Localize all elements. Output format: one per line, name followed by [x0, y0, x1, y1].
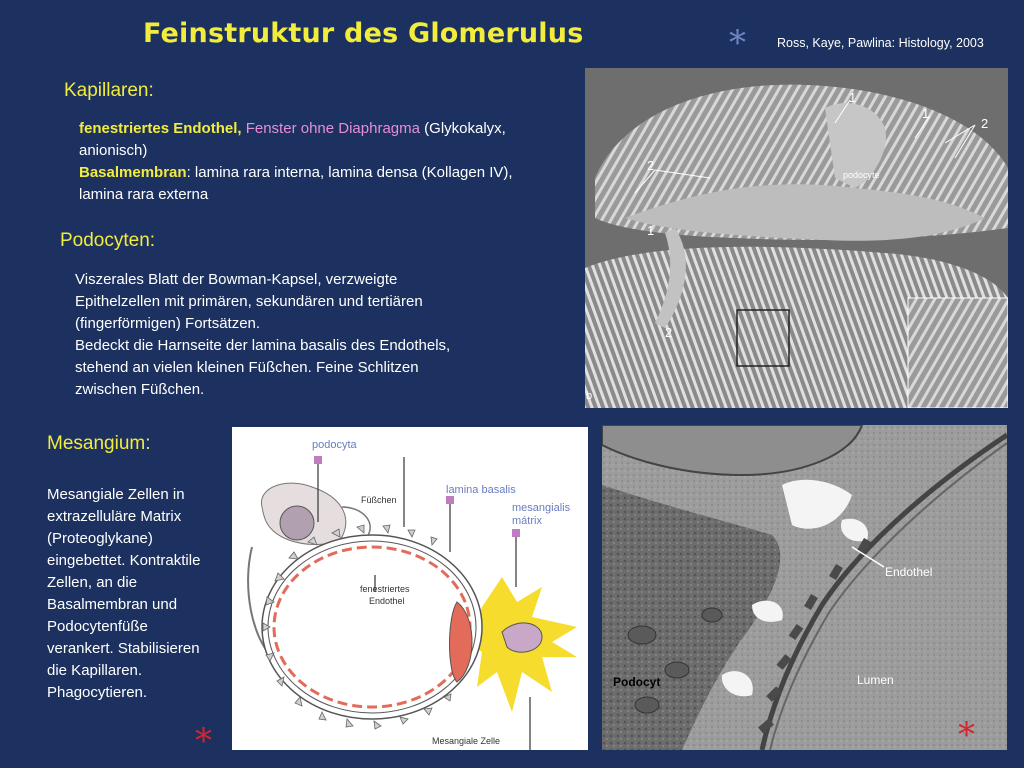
podocyten-line: stehend an vielen kleinen Füßchen. Feine… [75, 359, 419, 376]
sem-label-1: 1 [647, 223, 655, 238]
diagram-label-fusschen: Füßchen [361, 495, 397, 505]
mesangium-line: Podocytenfüße [47, 618, 148, 635]
mesangium-text: Mesangiale Zellen in extrazelluläre Matr… [47, 484, 232, 704]
podocyten-heading: Podocyten: [60, 230, 156, 251]
diagram-label-fenestriertes: fenestriertes [360, 584, 410, 594]
sem-label-2: 2 [665, 325, 673, 340]
mesangium-heading: Mesangium: [47, 433, 151, 454]
sem-label-1: 1 [922, 106, 930, 121]
mesangium-line: Zellen, an die [47, 574, 138, 591]
diagram-label-podocyta: podocyta [312, 439, 357, 451]
sem-podocyte-image: 1 1 1 2 2 2 podocyte b [585, 68, 1008, 408]
sem-label-2: 2 [981, 116, 989, 131]
kapillaren-line-4: lamina rara externa [79, 186, 209, 203]
podocyten-line: Viszerales Blatt der Bowman-Kapsel, verz… [75, 271, 398, 288]
glomerulus-schematic-drawing [247, 456, 577, 750]
mesangium-line: Basalmembran und [47, 596, 178, 613]
podocyten-line: Epithelzellen mit primären, sekundären u… [75, 293, 423, 310]
kapillaren-term-basalmembran: Basalmembran [79, 164, 187, 181]
kapillaren-term-endothel: fenestriertes Endothel, [79, 120, 242, 137]
kapillaren-glykokalyx: (Glykokalyx, [419, 120, 506, 137]
diagram-label-endothel: Endothel [369, 596, 405, 606]
podocyten-text: Viszerales Blatt der Bowman-Kapsel, verz… [75, 269, 575, 401]
asterisk-icon: * [729, 23, 746, 63]
diagram-label-lamina-basalis: lamina basalis [446, 484, 516, 496]
tem-micrograph-illustration [602, 425, 1007, 750]
sem-label-podocyte: podocyte [843, 170, 880, 180]
podocyten-line: (fingerförmigen) Fortsätzen. [75, 315, 261, 332]
kapillaren-line-3: Basalmembran: lamina rara interna, lamin… [79, 162, 579, 184]
mesangium-line: eingebettet. Kontraktile [47, 552, 201, 569]
diagram-label-mesangialis: mesangialis [512, 502, 571, 514]
mesangium-line: (Proteoglykane) [47, 530, 153, 547]
sem-panel-label: b [586, 390, 593, 402]
kapillaren-lamina: : lamina rara interna, lamina densa (Kol… [186, 164, 513, 181]
kapillaren-fenster: Fenster ohne Diaphragma [241, 120, 420, 137]
source-citation: Ross, Kaye, Pawlina: Histology, 2003 [777, 36, 984, 50]
tem-micrograph: Podocyt Endothel Lumen [602, 425, 1007, 750]
mesangium-line: die Kapillaren. [47, 662, 143, 679]
diagram-label-mesangiale-zelle: Mesangiale Zelle [432, 736, 501, 746]
kapillaren-heading: Kapillaren: [64, 80, 154, 101]
sem-podocyte-illustration [585, 68, 1008, 408]
mesangium-line: verankert. Stabilisieren [47, 640, 200, 657]
glomerulus-schematic: podocyta Füßchen lamina basalis mesangia… [232, 427, 588, 750]
podocyten-line: zwischen Füßchen. [75, 381, 205, 398]
asterisk-icon: * [958, 715, 975, 755]
asterisk-icon: * [195, 721, 212, 761]
kapillaren-line-2: anionisch) [79, 142, 148, 159]
podocyten-line: Bedeckt die Harnseite der lamina basalis… [75, 337, 451, 354]
sem-label-2: 2 [647, 158, 655, 173]
kapillaren-line-1: fenestriertes Endothel, Fenster ohne Dia… [79, 118, 579, 140]
tem-label-podocyt: Podocyt [613, 675, 661, 689]
tem-label-lumen: Lumen [857, 673, 894, 687]
kapillaren-text: fenestriertes Endothel, Fenster ohne Dia… [79, 118, 579, 206]
mesangium-line: extrazelluläre Matrix [47, 508, 182, 525]
mesangium-line: Mesangiale Zellen in [47, 486, 185, 503]
page-title: Feinstruktur des Glomerulus [143, 18, 584, 49]
tem-label-endothel: Endothel [885, 565, 933, 579]
mesangium-line: Phagocytieren. [47, 684, 148, 701]
diagram-label-matrix: mátrix [512, 515, 542, 527]
sem-label-1: 1 [849, 90, 857, 105]
